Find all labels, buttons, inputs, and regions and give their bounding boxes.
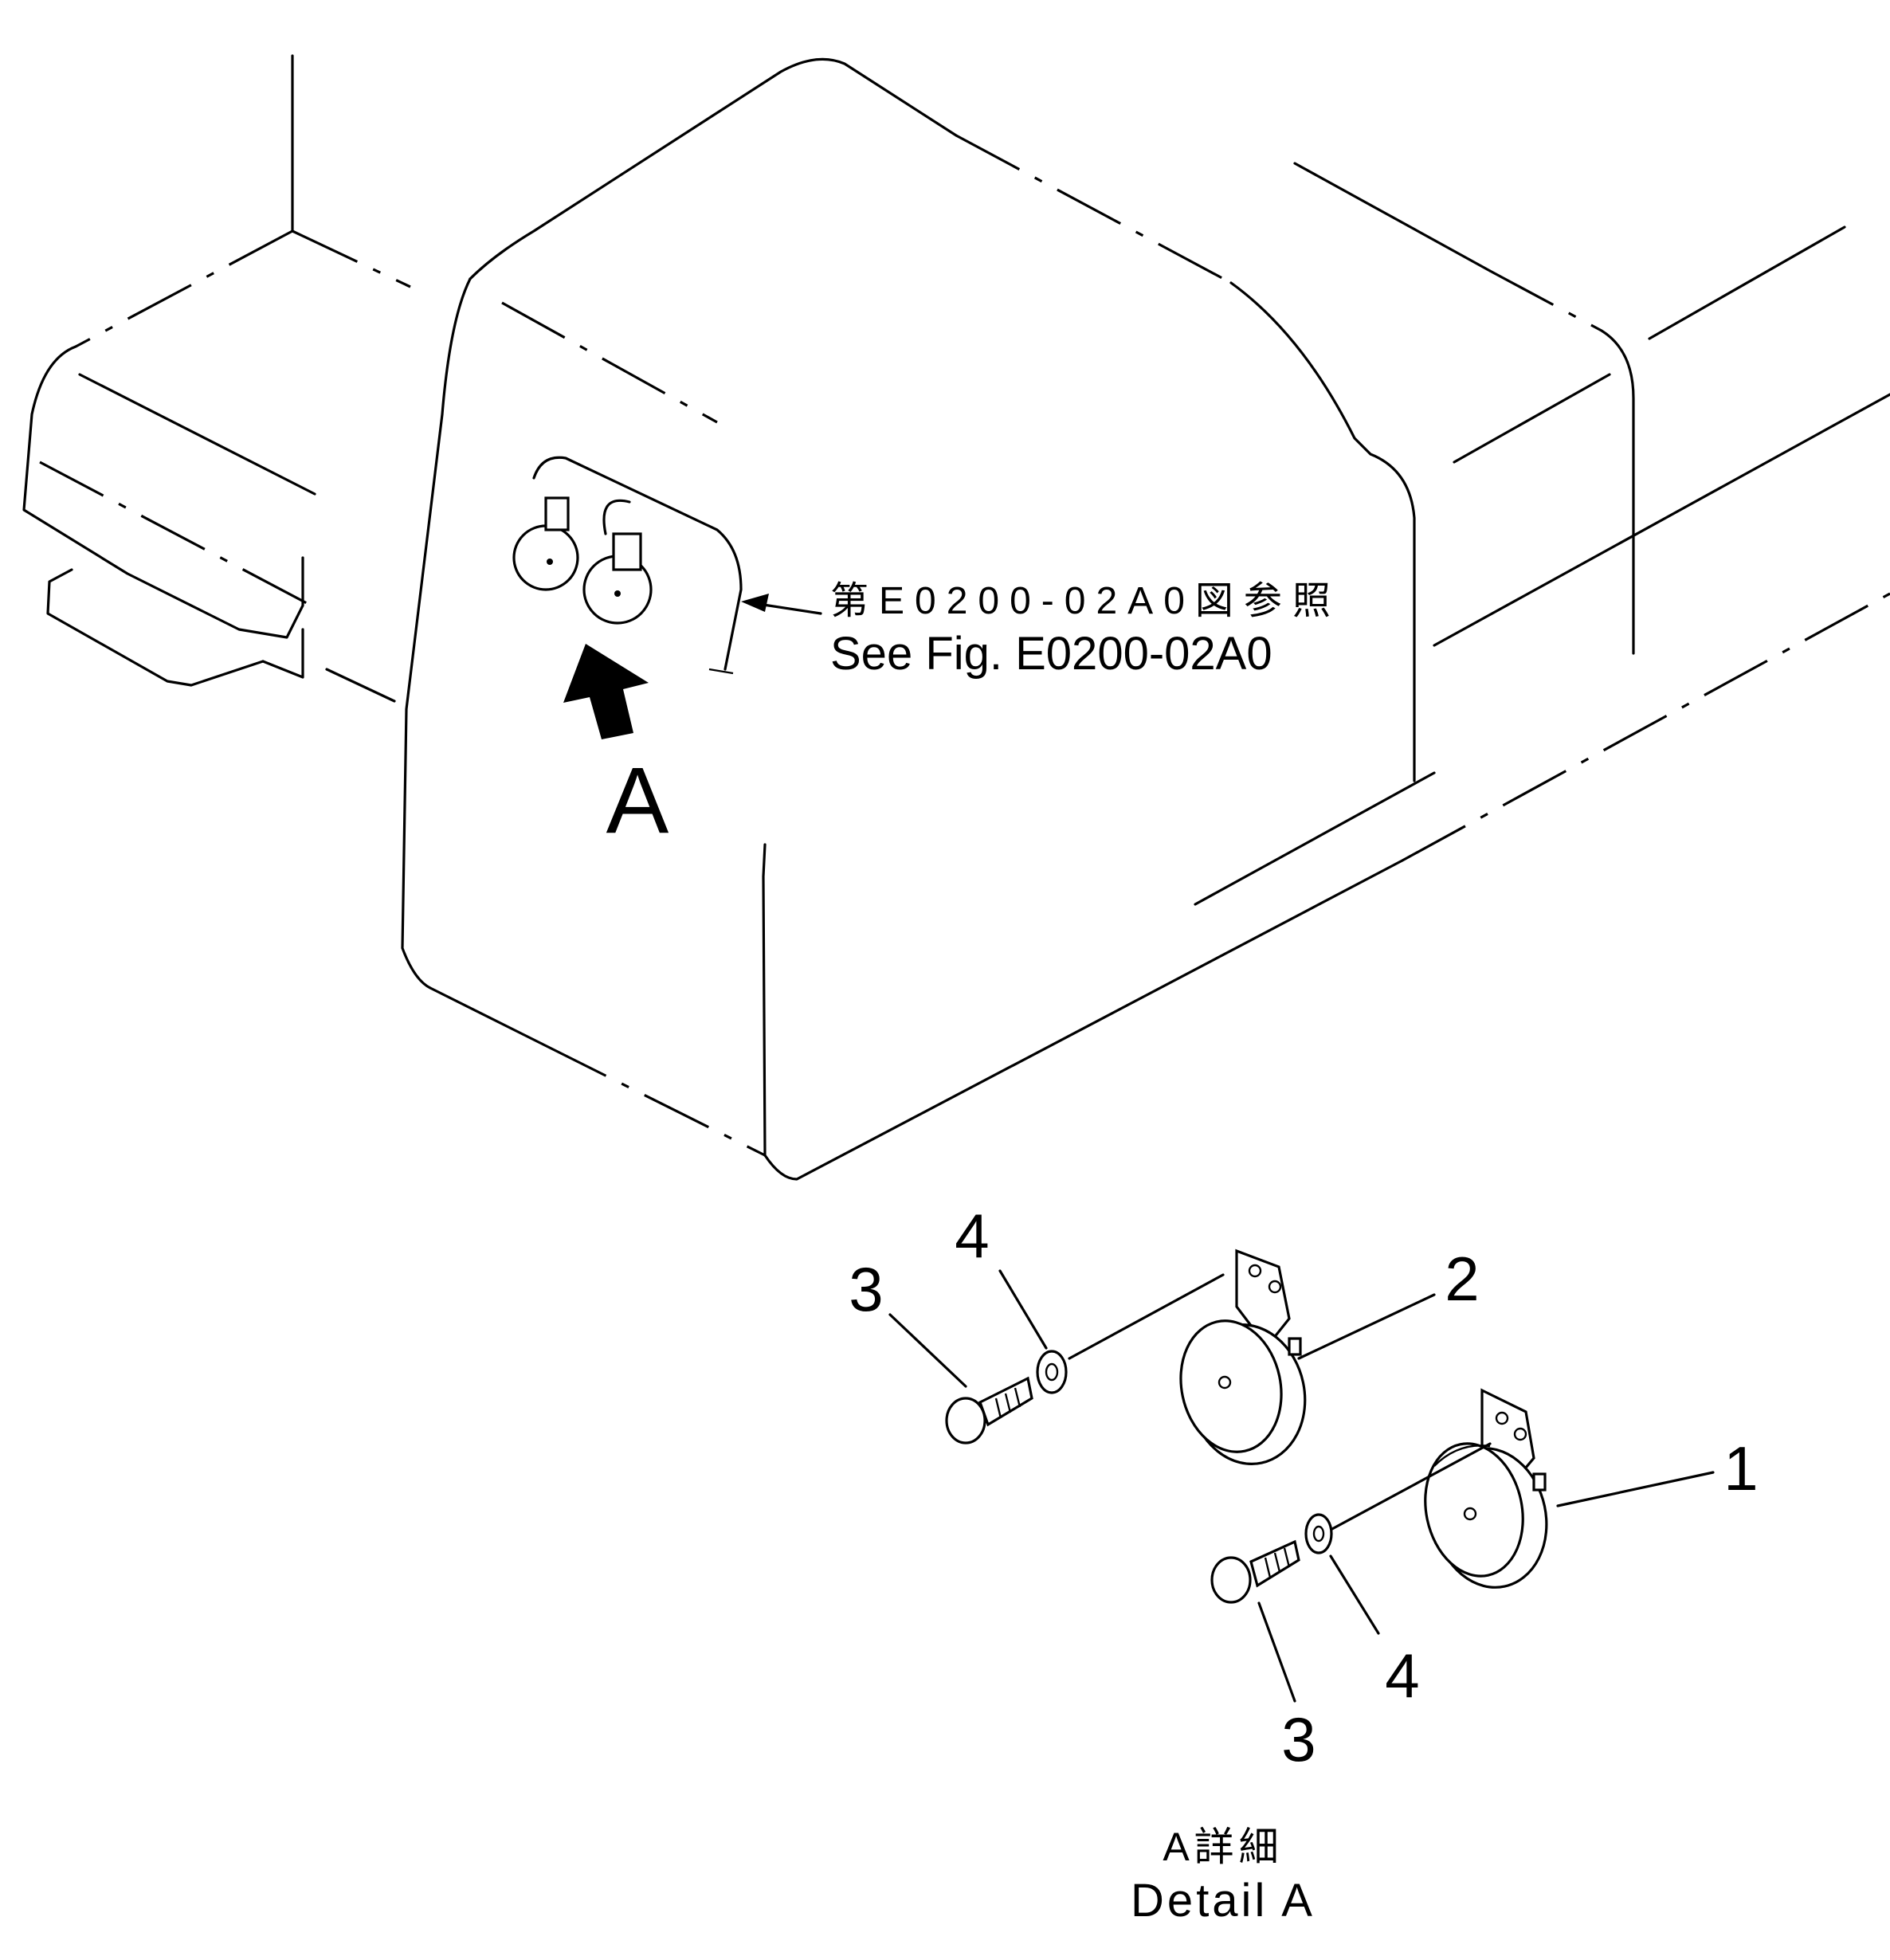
reference-note-jp: 第E0200-02A0図参照 <box>830 580 1341 622</box>
horn-2 <box>1179 1249 1307 1465</box>
callout-1: 1 <box>1723 1433 1758 1503</box>
detail-a-parts <box>888 1249 1715 1703</box>
callout-3-upper: 3 <box>849 1254 883 1324</box>
detail-caption-en: Detail A <box>1131 1875 1316 1927</box>
washer-4-upper <box>1036 1350 1068 1394</box>
view-arrow-a: A <box>563 644 669 853</box>
mounted-horn-right <box>582 499 653 625</box>
callout-3-lower: 3 <box>1281 1704 1316 1774</box>
view-direction-arrow <box>563 644 649 739</box>
washer-4-lower <box>1304 1513 1333 1554</box>
machine-body <box>22 54 1890 1181</box>
reference-note: 第E0200-02A0図参照 See Fig. E0200-02A0 <box>830 580 1341 680</box>
detail-caption: A詳細 Detail A <box>1131 1825 1316 1927</box>
callout-4-lower: 4 <box>1385 1641 1419 1711</box>
callout-2: 2 <box>1445 1244 1479 1314</box>
view-arrow-label: A <box>606 748 669 853</box>
bolt-3-upper <box>945 1376 1033 1445</box>
bolt-3-lower <box>1210 1539 1300 1604</box>
mounted-horn-left <box>512 496 579 591</box>
reference-note-en: See Fig. E0200-02A0 <box>830 628 1272 680</box>
callouts: 3 4 2 1 4 3 <box>849 1201 1758 1774</box>
callout-4-upper: 4 <box>955 1201 989 1271</box>
detail-caption-jp: A詳細 <box>1163 1825 1283 1869</box>
horn-1 <box>1424 1388 1548 1589</box>
